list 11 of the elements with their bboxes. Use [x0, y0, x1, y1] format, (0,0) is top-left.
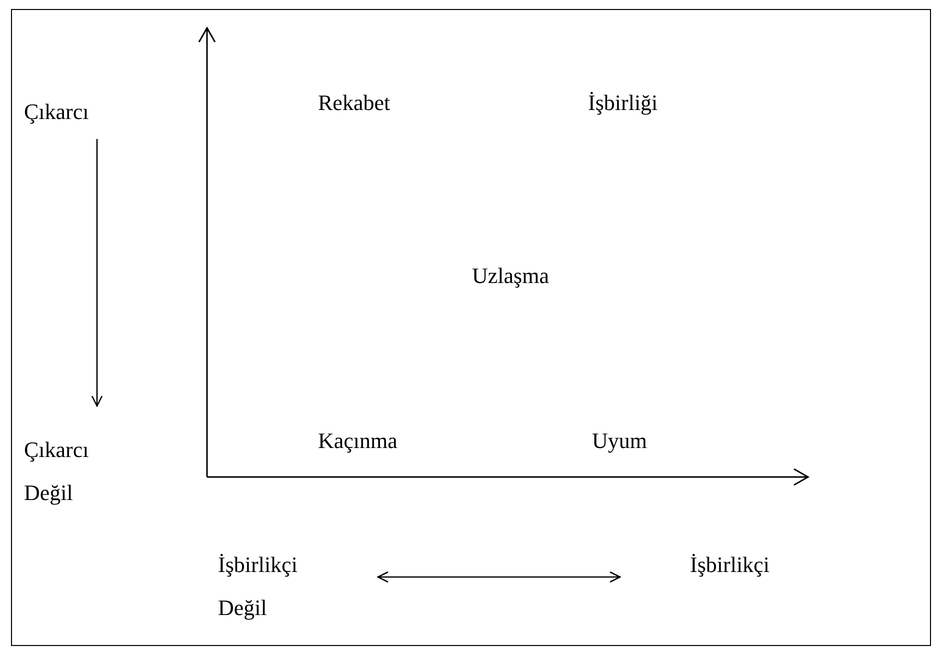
- quadrant-label: Uyum: [592, 428, 647, 454]
- axis-label: İşbirlikçi: [690, 551, 770, 579]
- quadrant-label: Rekabet: [318, 90, 390, 116]
- quadrant-label: Uzlaşma: [472, 263, 549, 289]
- axis-label: İşbirlikçi Değil: [218, 551, 298, 622]
- axis-label: Çıkarcı Değil: [24, 436, 90, 507]
- arrow: [377, 571, 621, 583]
- quadrant-label: Kaçınma: [318, 428, 398, 454]
- arrow: [91, 139, 103, 407]
- axis-label: Çıkarcı: [24, 98, 89, 126]
- quadrant-label: İşbirliği: [588, 90, 658, 116]
